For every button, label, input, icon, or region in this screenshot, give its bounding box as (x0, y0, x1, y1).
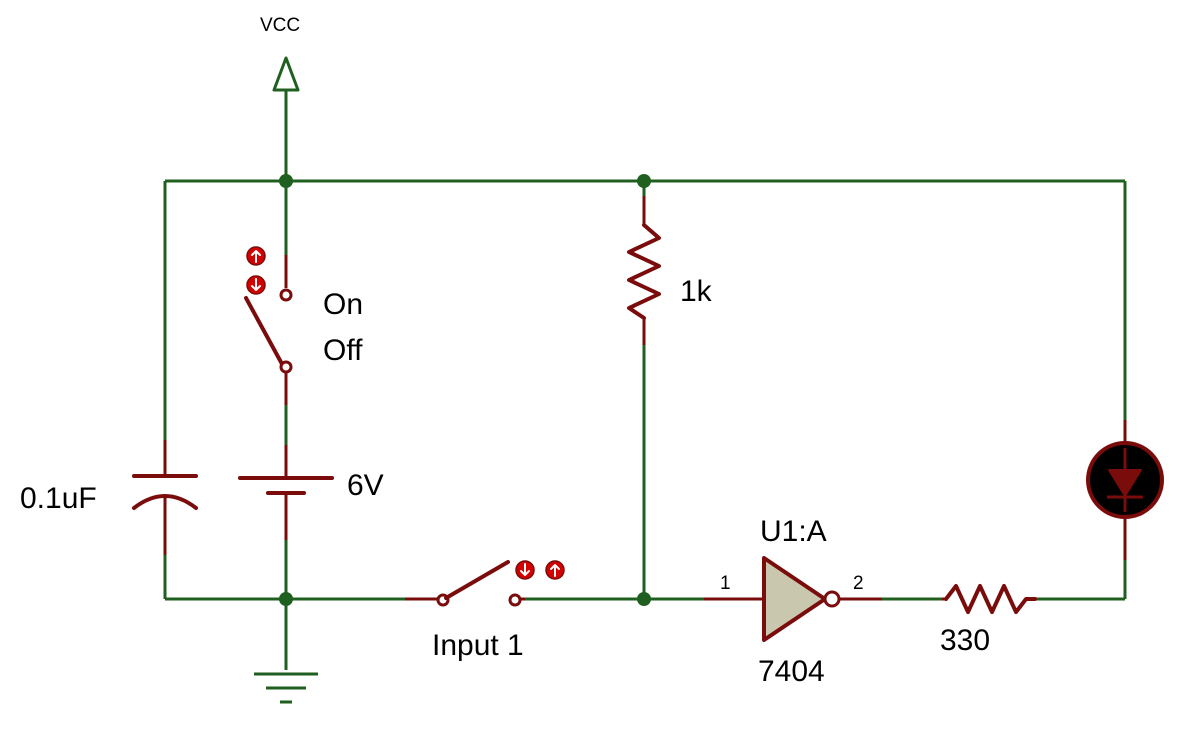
toggle-up-icon[interactable] (246, 246, 266, 266)
gate-ref-label: U1:A (760, 515, 827, 548)
resistor-330-label: 330 (940, 624, 990, 657)
input-switch-lever (444, 560, 510, 600)
vcc-arrow-icon (272, 56, 300, 92)
power-switch[interactable] (244, 255, 293, 405)
inverter-gate (704, 556, 882, 642)
toggle-down-icon[interactable] (246, 275, 266, 295)
gate-pin-out-label: 2 (853, 573, 864, 594)
capacitor-plate-curved (132, 494, 198, 510)
resistor-1k-zigzag (627, 223, 661, 320)
junction-dot (279, 592, 293, 606)
capacitor-label: 0.1uF (20, 482, 97, 515)
power-switch-contact-top (279, 288, 293, 302)
capacitor (132, 440, 198, 555)
gate-part-label: 7404 (758, 655, 825, 688)
junction-dot (279, 174, 293, 188)
input-switch-contact-right (508, 593, 522, 607)
gate-inversion-bubble (823, 590, 841, 608)
gate-pin-in-label: 1 (720, 573, 731, 594)
vcc-terminal: VCC (260, 15, 300, 92)
switch-on-label: On (323, 288, 363, 321)
battery (238, 445, 334, 540)
resistor-1k-label: 1k (680, 275, 713, 308)
junctions (279, 174, 651, 606)
switch-off-label: Off (323, 334, 363, 367)
input-switch[interactable] (405, 560, 525, 607)
ground-symbol (254, 672, 318, 704)
gate-body (762, 556, 827, 642)
led (1086, 420, 1164, 560)
battery-label: 6V (347, 469, 384, 502)
resistor-330-zigzag (944, 584, 1037, 614)
arrow-up-icon[interactable] (545, 560, 565, 580)
vcc-label: VCC (260, 15, 300, 36)
input-switch-label: Input 1 (432, 629, 524, 662)
junction-dot (637, 174, 651, 188)
arrow-down-icon[interactable] (515, 560, 535, 580)
resistor-330 (942, 584, 1037, 614)
resistor-1k (627, 196, 661, 345)
power-switch-contact-bottom (279, 360, 293, 374)
power-switch-lever (244, 296, 284, 366)
junction-dot (637, 592, 651, 606)
